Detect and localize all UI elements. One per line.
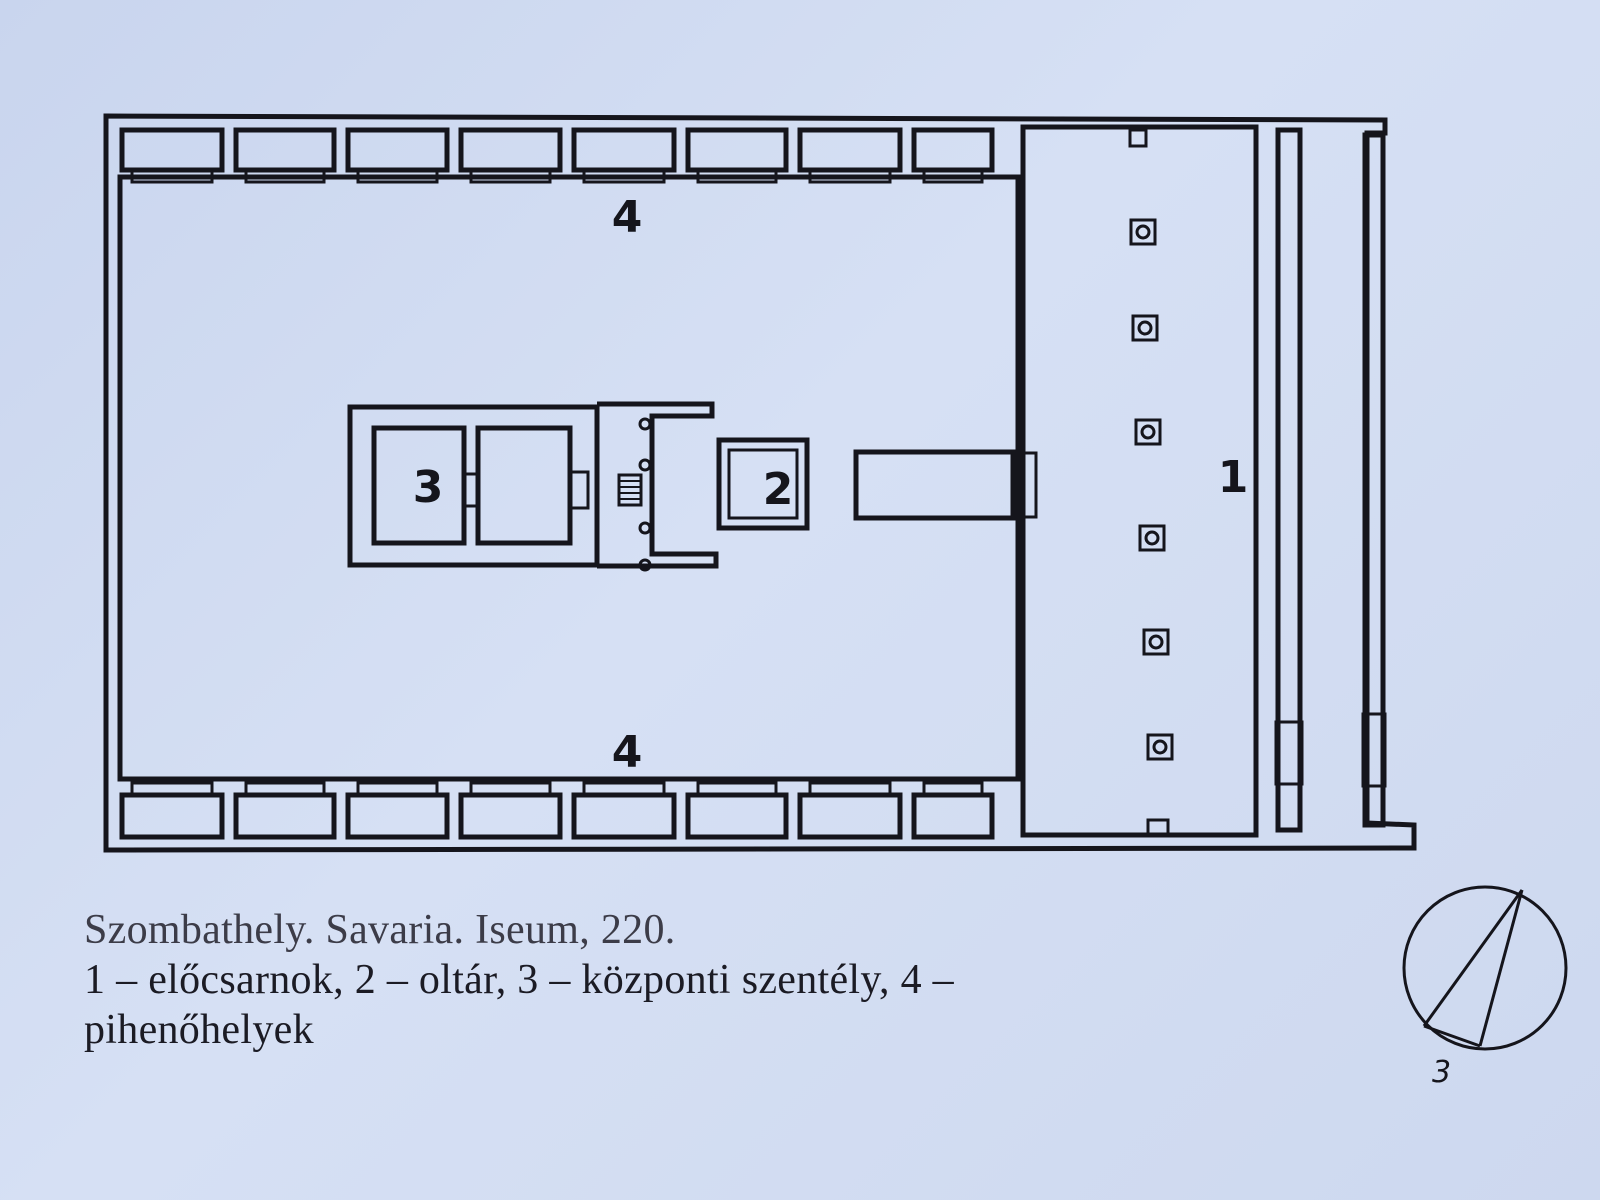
- caption: Szombathely. Savaria. Iseum, 220. 1 – el…: [84, 905, 1344, 1055]
- vestibule-door-top: [1128, 128, 1148, 148]
- column: [1142, 628, 1170, 656]
- column: [1146, 733, 1174, 761]
- rest-room-top: [911, 127, 995, 173]
- rest-room-bottom-door: [808, 781, 892, 797]
- corridor-gap-left: [1274, 720, 1304, 786]
- label-rest-top: 4: [612, 192, 643, 243]
- rest-room-bottom-door: [356, 781, 439, 797]
- temple-portico: [597, 401, 719, 569]
- inner-doorway: [462, 472, 480, 508]
- temple-body: [347, 404, 600, 568]
- corridor-inner: [1275, 127, 1303, 833]
- rest-room-top: [797, 127, 903, 173]
- rest-room-bottom: [685, 792, 789, 840]
- rest-room-bottom-door: [130, 781, 214, 797]
- pronaos-room: [475, 425, 573, 546]
- rest-room-bottom-door: [922, 781, 984, 797]
- caption-title: Szombathely. Savaria. Iseum, 220.: [84, 907, 676, 953]
- rest-room-bottom-door: [582, 781, 666, 797]
- rest-room-bottom: [119, 792, 225, 840]
- rest-room-top-door: [130, 168, 214, 184]
- rest-room-bottom: [345, 792, 450, 840]
- rest-room-top-door: [356, 168, 439, 184]
- rest-room-top: [345, 127, 450, 173]
- rest-room-top: [571, 127, 677, 173]
- processional-path: [853, 449, 1017, 521]
- portico-column: [638, 458, 652, 472]
- rest-room-top-door: [696, 168, 778, 184]
- courtyard: [117, 174, 1021, 782]
- rest-room-bottom-door: [696, 781, 778, 797]
- altar-outer: [716, 437, 810, 531]
- label-vestibule: 1: [1218, 452, 1249, 503]
- corridor-outer: [1362, 132, 1386, 828]
- rest-room-top-door: [808, 168, 892, 184]
- column: [1134, 418, 1162, 446]
- temple-stairs: [617, 473, 643, 507]
- rest-room-top: [119, 127, 225, 173]
- caption-legend-line1: 1 – előcsarnok, 2 – oltár, 3 – központi …: [84, 957, 954, 1003]
- corridor-gap-right: [1361, 712, 1387, 788]
- label-rest-bottom: 4: [612, 727, 643, 778]
- portico-column: [638, 417, 652, 431]
- rest-room-bottom-door: [469, 781, 552, 797]
- label-sanctuary: 3: [413, 462, 444, 513]
- vestibule-columns: [1129, 218, 1174, 761]
- rest-room-bottom: [233, 792, 337, 840]
- bottom-rest-rooms: [119, 781, 995, 840]
- top-rest-rooms: [119, 127, 995, 184]
- column: [1131, 314, 1159, 342]
- rest-room-bottom: [797, 792, 903, 840]
- portico-column: [638, 521, 652, 535]
- rest-room-top: [233, 127, 337, 173]
- column: [1129, 218, 1157, 246]
- label-altar: 2: [763, 464, 794, 515]
- rest-room-bottom: [911, 792, 995, 840]
- rest-room-bottom-door: [244, 781, 326, 797]
- caption-legend-line2: pihenőhelyek: [84, 1007, 314, 1053]
- rest-room-bottom: [458, 792, 563, 840]
- rest-room-top-door: [922, 168, 984, 184]
- column: [1138, 524, 1166, 552]
- rest-room-top-door: [244, 168, 326, 184]
- altar-inner: [727, 448, 799, 520]
- north-arrow-icon: [1402, 885, 1568, 1051]
- rest-room-top-door: [469, 168, 552, 184]
- rest-room-top: [685, 127, 789, 173]
- rest-room-top: [458, 127, 563, 173]
- north-arrow-label: 3: [1432, 1055, 1451, 1090]
- vestibule-door-bottom: [1146, 818, 1170, 836]
- portico-columns: [638, 417, 652, 572]
- rest-room-bottom: [571, 792, 677, 840]
- temple-entrance: [568, 470, 590, 510]
- rest-room-top-door: [582, 168, 666, 184]
- vestibule-hall: [1020, 124, 1259, 838]
- portico-column: [638, 558, 652, 572]
